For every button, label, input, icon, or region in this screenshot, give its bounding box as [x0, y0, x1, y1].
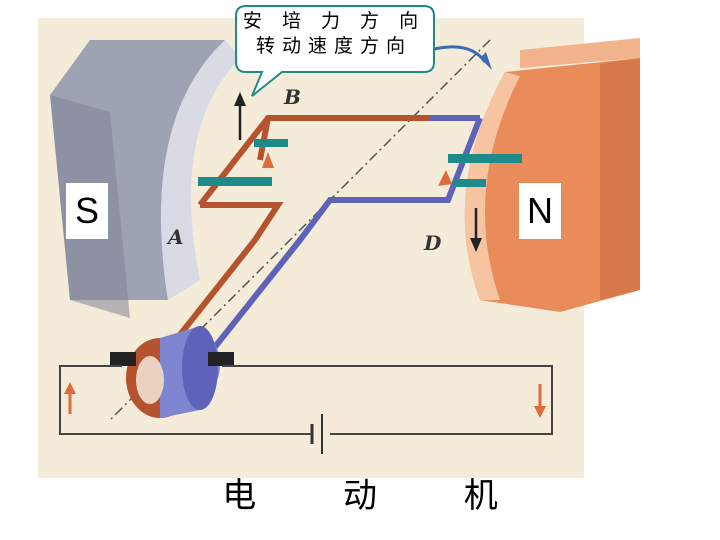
brush-right [208, 352, 234, 366]
commutator [126, 326, 220, 418]
label-b: B [283, 85, 301, 109]
label-a: A [166, 225, 184, 249]
highlight-bar-b [254, 139, 288, 147]
battery-icon [310, 414, 323, 454]
force-arrow-down-icon [470, 208, 482, 252]
highlight-bar-n [448, 154, 522, 163]
figure-caption: 电 动 机 [222, 476, 536, 516]
pole-label-north: N [519, 183, 561, 239]
callout-bubble [235, 5, 435, 97]
current-arrow-up-icon [64, 382, 76, 414]
coil-blue-side [192, 115, 483, 374]
coil-current-arrow-a-icon [262, 152, 274, 168]
rotation-arrow [429, 45, 492, 70]
callout-line-1: 安 培 力 方 向 [242, 10, 426, 32]
pole-label-south: S [66, 183, 108, 239]
highlight-bar-a [198, 177, 272, 186]
force-arrow-up-icon [234, 92, 246, 140]
callout-line-2: 转动速度方向 [255, 35, 412, 57]
highlight-bar-d [454, 179, 486, 187]
coil-current-arrow-d-icon [438, 170, 452, 186]
external-circuit [59, 365, 553, 435]
label-d: D [423, 231, 442, 255]
callout-text: 安 培 力 方 向 转动速度方向 [234, 4, 434, 70]
current-arrow-down-icon [534, 384, 546, 418]
brush-left [110, 352, 136, 366]
